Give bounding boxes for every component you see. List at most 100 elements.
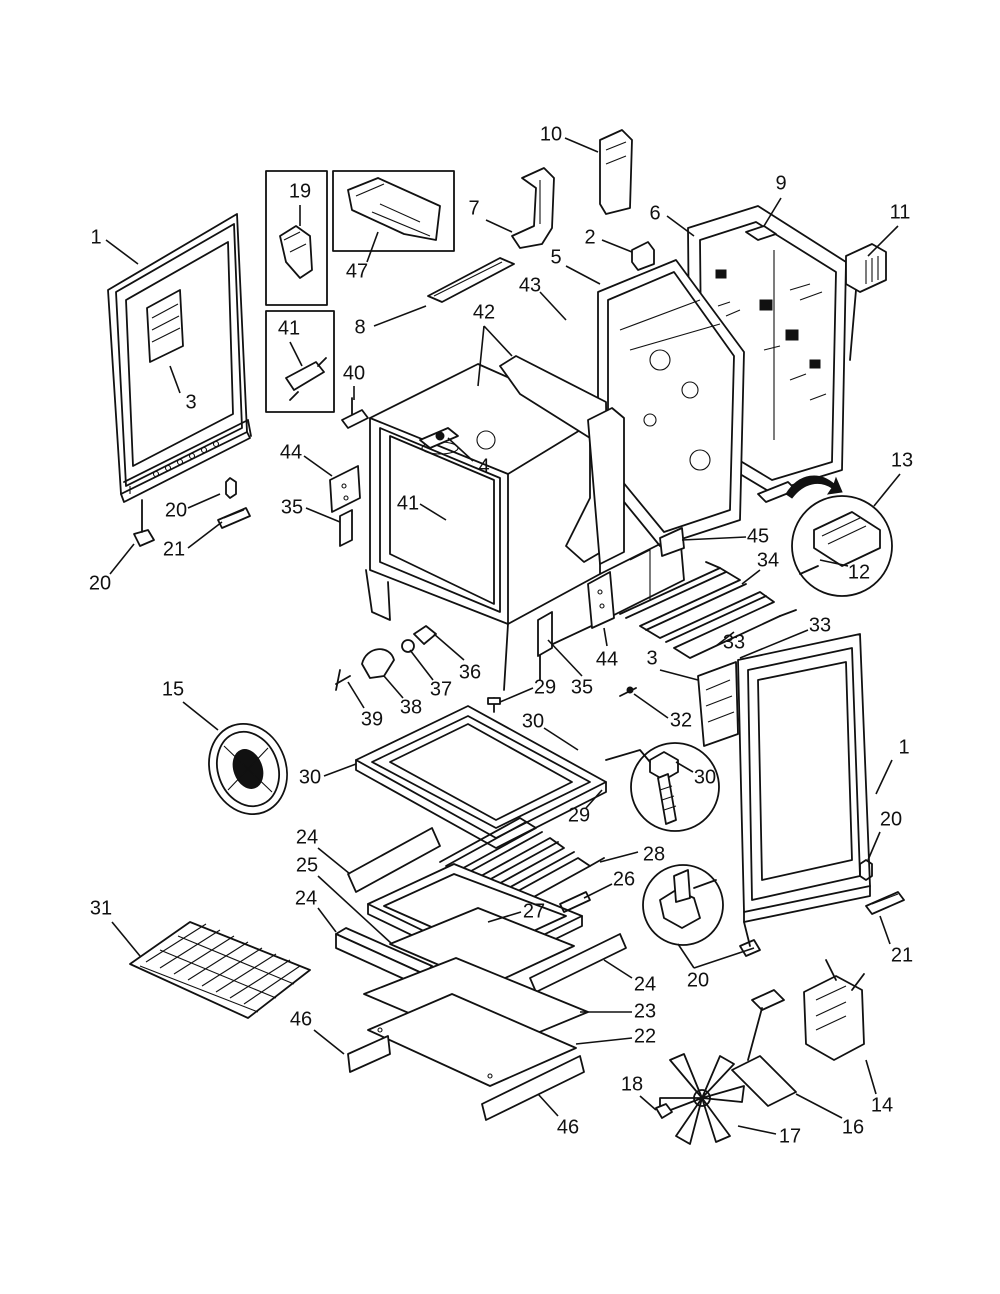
callout-15: 15 [162, 678, 184, 700]
bracket-35-left [339, 509, 353, 547]
callout-10: 10 [540, 123, 562, 145]
callout-7: 7 [468, 197, 479, 219]
drawer-rail-top-left [347, 827, 441, 893]
callout-30a: 30 [522, 710, 544, 732]
callout-21b: 21 [891, 944, 913, 966]
callout-25: 25 [296, 854, 318, 876]
kick-plate-bottom [481, 1055, 585, 1121]
callout-21a: 21 [163, 538, 185, 560]
callout-18: 18 [621, 1073, 643, 1095]
right-leveling-legs [739, 859, 905, 957]
bracket-44-right [587, 571, 615, 629]
callout-13: 13 [891, 449, 913, 471]
callout-4: 4 [478, 455, 489, 477]
callout-5: 5 [550, 246, 561, 268]
callout-23: 23 [634, 1000, 656, 1022]
kick-plate-left [347, 1035, 391, 1073]
callout-36: 36 [459, 661, 481, 683]
panel-22 [367, 993, 577, 1087]
clip-4 [419, 427, 459, 449]
callout-19: 19 [289, 180, 311, 202]
callout-47: 47 [346, 260, 368, 282]
callout-17: 17 [779, 1125, 801, 1147]
vent-trim [427, 257, 515, 303]
callout-44a: 44 [280, 441, 302, 463]
callout-11: 11 [890, 201, 911, 223]
callout-22: 22 [634, 1025, 656, 1047]
callout-20b: 20 [89, 572, 111, 594]
callout-33b: 33 [809, 614, 831, 636]
oven-rack-31 [129, 921, 311, 1019]
callout-24a: 24 [296, 826, 318, 848]
oven-light-assembly [335, 625, 437, 691]
callout-24c: 24 [634, 973, 656, 995]
callout-31: 31 [90, 897, 112, 919]
callout-8: 8 [354, 316, 365, 338]
callout-3: 3 [185, 391, 196, 413]
leg-leveler-inset [642, 864, 724, 946]
bracket-44-left [329, 465, 361, 513]
pin-32 [619, 686, 637, 697]
callout-16: 16 [842, 1116, 864, 1138]
callout-29a: 29 [534, 676, 556, 698]
callout-38: 38 [400, 696, 422, 718]
callout-28: 28 [643, 843, 665, 865]
callout-40: 40 [343, 362, 365, 384]
callout-34: 34 [757, 549, 779, 571]
screw-29 [487, 697, 501, 713]
broil-element-28 [439, 817, 605, 911]
callout-labels: 1123345678910111213141516171819202020202… [89, 123, 913, 1147]
callout-39: 39 [361, 708, 383, 730]
left-side-bracket [146, 289, 184, 363]
callout-9: 9 [775, 172, 786, 194]
right-side-panel [737, 633, 871, 923]
callout-14: 14 [871, 1094, 893, 1116]
left-side-panel [107, 213, 252, 503]
part-47-box [332, 170, 455, 252]
callout-42: 42 [473, 301, 495, 323]
callout-12: 12 [848, 561, 870, 583]
callout-32: 32 [670, 709, 692, 731]
callout-3b: 3 [646, 647, 657, 669]
callout-41b: 41 [397, 492, 419, 514]
bracket-35-right [537, 611, 553, 657]
callout-26: 26 [613, 868, 635, 890]
callout-46b: 46 [557, 1116, 579, 1138]
callout-24b: 24 [295, 887, 317, 909]
callout-35a: 35 [281, 496, 303, 518]
upper-rear-bracket [599, 129, 633, 215]
oven-cavity [369, 355, 625, 625]
part-19-box [265, 170, 328, 306]
callout-6: 6 [649, 202, 660, 224]
plate-9 [745, 225, 777, 241]
callout-1: 1 [90, 226, 101, 248]
callout-37: 37 [430, 678, 452, 700]
bolt-inset [605, 742, 720, 832]
vent-duct [511, 167, 555, 249]
callout-20a: 20 [165, 499, 187, 521]
callout-30c: 30 [694, 766, 716, 788]
callout-30b: 30 [299, 766, 321, 788]
callout-45: 45 [747, 525, 769, 547]
callout-20d: 20 [687, 969, 709, 991]
fan-cover-15 [208, 722, 288, 816]
left-leveling-legs [133, 477, 251, 547]
callout-33a: 33 [723, 631, 745, 653]
hinge-40 [341, 397, 369, 429]
leader-lines [105, 137, 901, 1135]
bottom-panel-30 [355, 705, 607, 849]
callout-41a: 41 [278, 317, 300, 339]
callout-2: 2 [584, 226, 595, 248]
bake-element-34 [619, 561, 797, 659]
callout-35b: 35 [571, 676, 593, 698]
callout-29b: 29 [568, 804, 590, 826]
part-41-box [265, 310, 335, 413]
drawer-rail-right [529, 933, 627, 993]
callout-1b: 1 [898, 736, 909, 758]
terminal-block [845, 243, 887, 361]
bracket-45 [659, 527, 685, 557]
clip-2 [631, 241, 655, 271]
part-drawings [107, 129, 905, 1145]
right-side-bracket [697, 661, 739, 747]
